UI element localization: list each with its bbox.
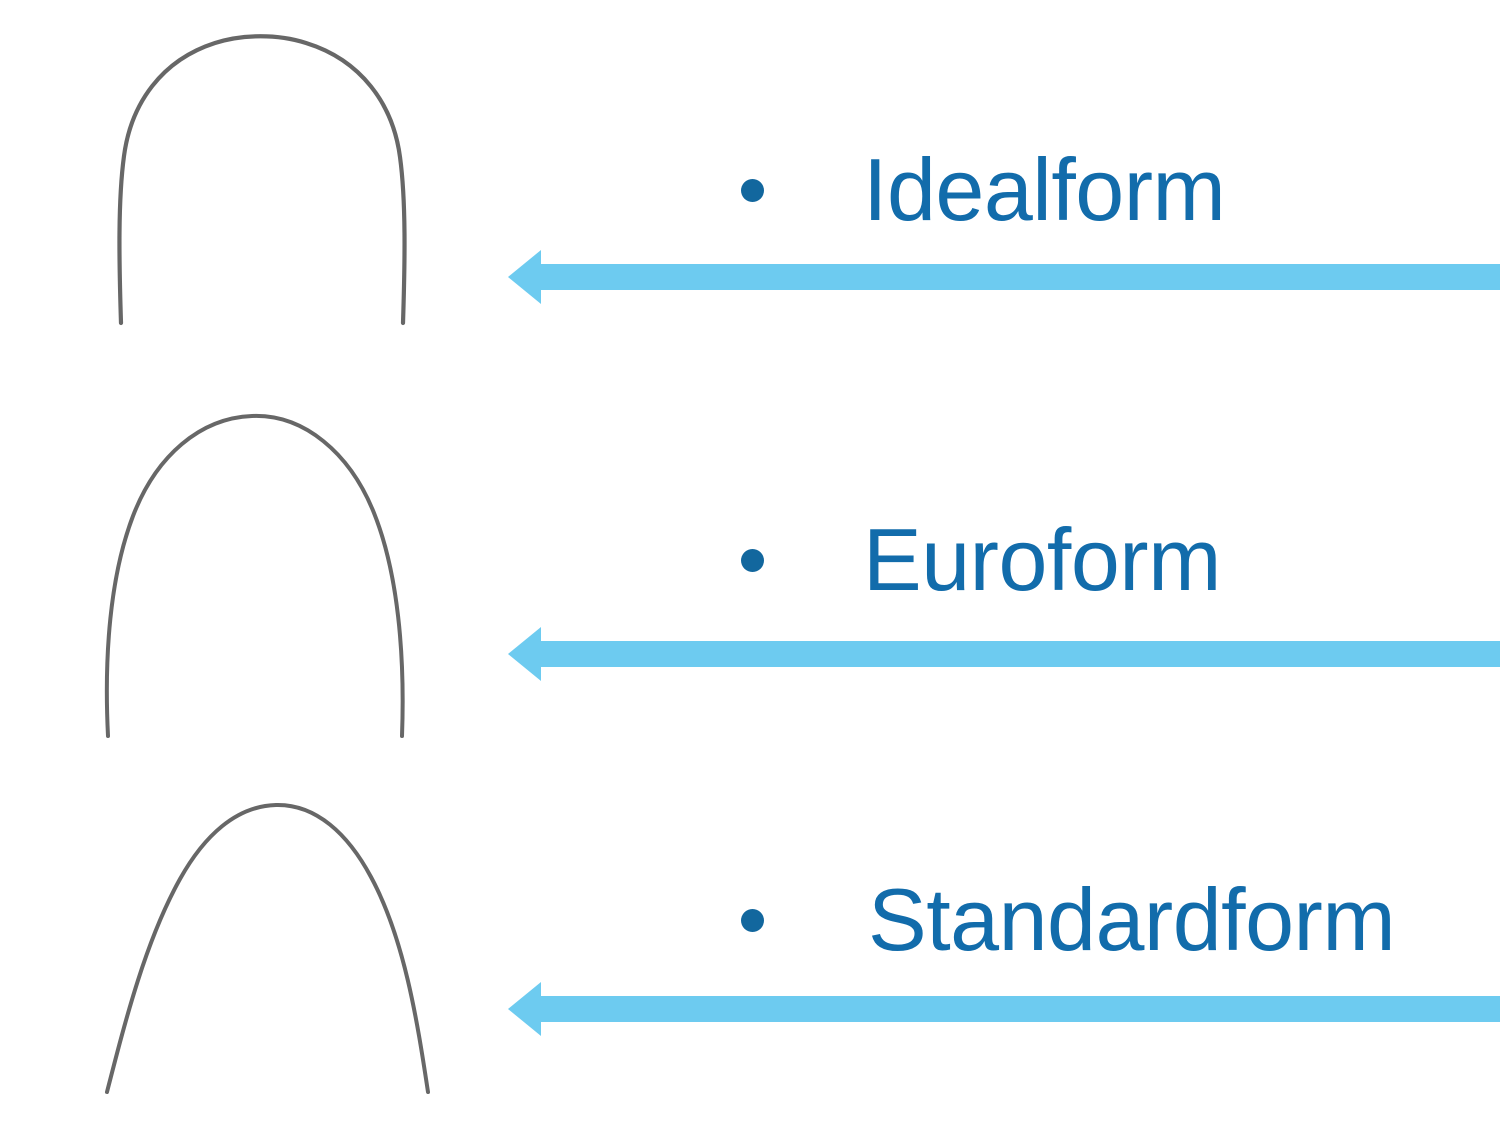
list-item-label-euroform: Euroform <box>863 510 1221 609</box>
archwire-standardform <box>80 780 460 1100</box>
archwire-idealform-svg <box>117 34 407 326</box>
list-item-label-idealform: Idealform <box>863 140 1226 239</box>
bullet-dot-icon <box>741 548 764 572</box>
list-item-label-standardform: Standardform <box>868 870 1396 969</box>
arrow-left-idealform-icon[interactable] <box>508 250 1500 304</box>
list-item-euroform[interactable]: Euroform <box>741 516 1221 604</box>
list-item-idealform[interactable]: Idealform <box>741 140 1226 239</box>
arrow-left-standardform[interactable] <box>508 982 1500 1036</box>
arrow-left-euroform[interactable] <box>508 627 1500 681</box>
bullet-dot-icon <box>741 178 764 202</box>
list-item-standardform[interactable]: Standardform <box>741 870 1396 969</box>
arrow-left-standardform-icon[interactable] <box>508 982 1500 1036</box>
arrow-left-euroform-icon[interactable] <box>508 627 1500 681</box>
archwire-standardform-svg <box>105 802 430 1094</box>
archwire-idealform <box>80 20 460 340</box>
archwire-euroform <box>80 398 460 743</box>
archwire-euroform-svg <box>104 413 405 738</box>
bullet-dot-icon <box>741 908 764 932</box>
arrow-left-idealform[interactable] <box>508 250 1500 304</box>
